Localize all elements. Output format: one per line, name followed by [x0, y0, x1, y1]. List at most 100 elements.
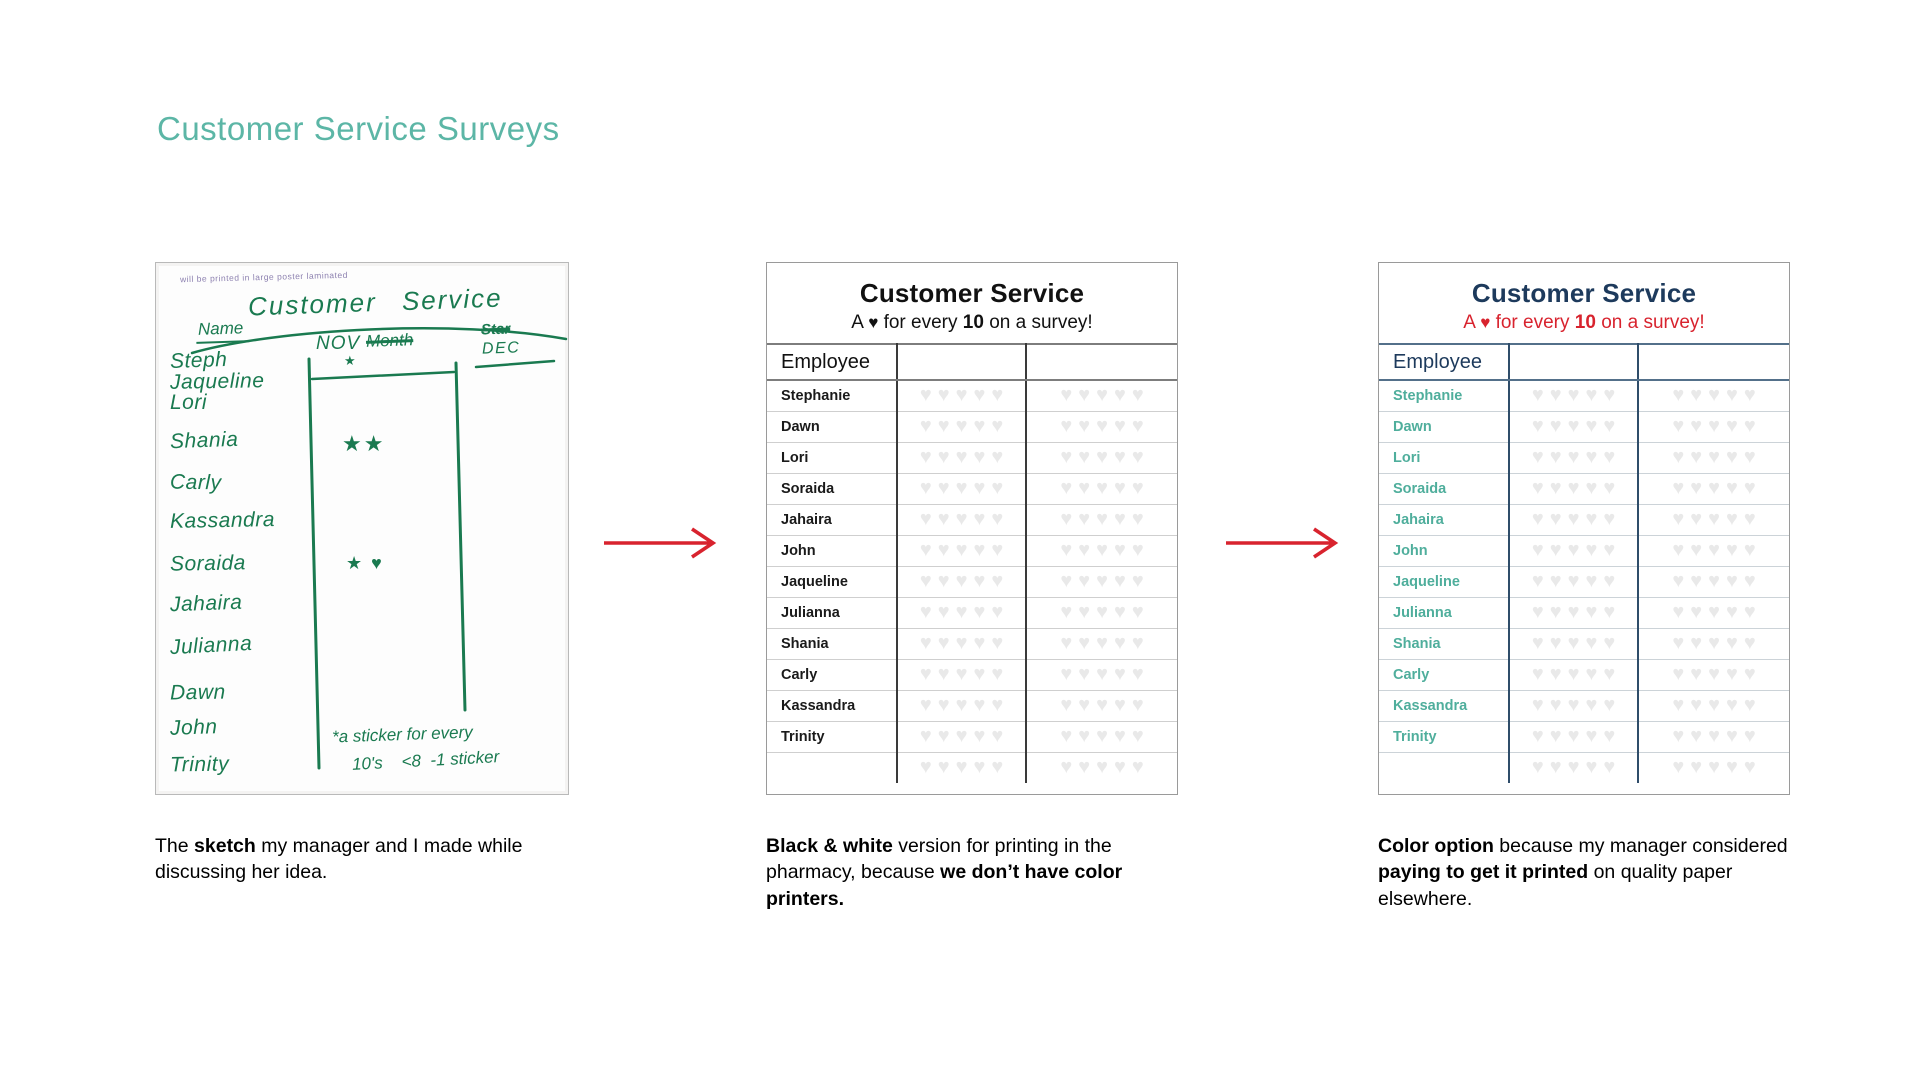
heart-icon: ♥: [1531, 415, 1544, 437]
heart-icon: ♥: [1585, 756, 1598, 779]
heart-icon: ♥: [1708, 415, 1720, 437]
sketch-nov-header: NOV: [316, 333, 361, 354]
heart-icon: ♥: [1078, 632, 1091, 654]
table-row: Lori♥♥♥♥♥♥♥♥♥♥: [767, 442, 1177, 474]
caption-bold: we don’t have color printers.: [766, 861, 1123, 910]
heart-icon: ♥: [937, 477, 950, 499]
heart-icon: ♥: [868, 313, 879, 332]
table-row: Trinity♥♥♥♥♥♥♥♥♥♥: [767, 721, 1177, 753]
heart-icon: ♥: [1549, 663, 1562, 685]
sketch-title: Customer Service: [247, 282, 504, 322]
month-column-1-header: [896, 344, 1026, 381]
month-column-1-header: [1508, 344, 1638, 381]
heart-icon: ♥: [1549, 415, 1562, 437]
heart-icon: ♥: [1585, 601, 1598, 623]
hearts-cell: ♥♥♥♥♥: [1637, 380, 1789, 412]
hearts-cell: ♥♥♥♥♥: [1025, 504, 1177, 536]
heart-icon: ♥: [1060, 756, 1073, 779]
heart-icon: ♥: [1603, 663, 1616, 685]
heart-icon: ♥: [1096, 694, 1108, 716]
heart-icon: ♥: [1549, 446, 1562, 468]
heart-icon: ♥: [937, 663, 950, 685]
hearts-cell: ♥♥♥♥♥: [1508, 535, 1638, 567]
heart-icon: ♥: [1585, 446, 1598, 468]
hearts-cell: ♥♥♥♥♥: [896, 380, 1026, 412]
heart-icon: ♥: [1531, 508, 1544, 530]
employee-column-header: Employee: [767, 344, 897, 381]
heart-icon: ♥: [991, 570, 1004, 592]
employee-name-cell: Stephanie: [1379, 380, 1509, 412]
heart-icon: ♥: [1743, 694, 1756, 716]
heart-icon: ♥: [1549, 477, 1562, 499]
employee-name-cell: Stephanie: [767, 380, 897, 412]
sketch-employee-name: Jahaira: [169, 590, 243, 617]
caption-text: my manager and I made while discussing h…: [155, 835, 523, 884]
heart-icon: ♥: [1603, 601, 1616, 623]
heart-icon: ♥: [1531, 477, 1544, 499]
table-row: Shania♥♥♥♥♥♥♥♥♥♥: [767, 628, 1177, 660]
heart-icon: ♥: [1480, 313, 1491, 332]
month-column-2-header: [1637, 344, 1789, 381]
employee-name-cell: Soraida: [1379, 473, 1509, 505]
table-row: Shania♥♥♥♥♥♥♥♥♥♥: [1379, 628, 1789, 660]
heart-icon: ♥: [955, 570, 968, 592]
heart-icon: ♥: [1567, 446, 1580, 468]
heart-icon: ♥: [1060, 477, 1073, 499]
heart-icon: ♥: [1113, 508, 1126, 530]
heart-icon: ♥: [937, 570, 950, 592]
heart-icon: ♥: [1708, 384, 1720, 407]
heart-icon: ♥: [955, 756, 968, 779]
heart-icon: ♥: [1131, 694, 1144, 716]
hearts-cell: ♥♥♥♥♥: [1025, 752, 1177, 783]
heart-icon: ♥: [1708, 601, 1720, 623]
heart-icon: ♥: [1672, 570, 1685, 592]
heart-icon: ♥: [919, 570, 932, 592]
heart-icon: ♥: [955, 632, 968, 654]
heart-icon: ♥: [919, 477, 932, 499]
heart-icon: ♥: [1603, 446, 1616, 468]
heart-icon: ♥: [1131, 384, 1144, 407]
hearts-cell: ♥♥♥♥♥: [1637, 721, 1789, 753]
hearts-cell: ♥♥♥♥♥: [1508, 380, 1638, 412]
table-row: Jahaira♥♥♥♥♥♥♥♥♥♥: [767, 504, 1177, 536]
heart-icon: ♥: [937, 601, 950, 623]
heart-icon: ♥: [1113, 756, 1126, 779]
heart-icon: ♥: [1096, 384, 1108, 407]
hearts-cell: ♥♥♥♥♥: [1508, 442, 1638, 474]
heart-icon: ♥: [991, 446, 1004, 468]
chart-title: Customer Service: [1471, 278, 1697, 308]
employee-name-cell: Jahaira: [767, 504, 897, 536]
employee-name-cell: [1379, 752, 1509, 783]
heart-icon: ♥: [1672, 725, 1685, 747]
heart-icon: ♥: [1690, 539, 1703, 561]
heart-icon: ♥: [1096, 415, 1108, 437]
sketch-sticker-marks: ★★: [342, 431, 386, 456]
heart-icon: ♥: [1096, 570, 1108, 592]
table-row: Soraida♥♥♥♥♥♥♥♥♥♥: [1379, 473, 1789, 505]
employee-name-cell: Carly: [767, 659, 897, 691]
sketch-photo: will be printed in large poster laminate…: [155, 262, 569, 795]
heart-icon: ♥: [1060, 725, 1073, 747]
table-row: John♥♥♥♥♥♥♥♥♥♥: [767, 535, 1177, 567]
heart-icon: ♥: [1603, 539, 1616, 561]
heart-icon: ♥: [1113, 632, 1126, 654]
heart-icon: ♥: [1585, 694, 1598, 716]
employee-name-cell: Trinity: [1379, 721, 1509, 753]
heart-icon: ♥: [1096, 601, 1108, 623]
sketch-employee-name: Shania: [169, 427, 239, 454]
table-row: ♥♥♥♥♥♥♥♥♥♥: [767, 752, 1177, 783]
heart-icon: ♥: [1113, 601, 1126, 623]
hearts-cell: ♥♥♥♥♥: [1025, 597, 1177, 629]
hearts-cell: ♥♥♥♥♥: [1025, 690, 1177, 722]
heart-icon: ♥: [1603, 415, 1616, 437]
heart-icon: ♥: [1672, 477, 1685, 499]
sketch-employee-name: Kassandra: [169, 508, 276, 533]
heart-icon: ♥: [1131, 539, 1144, 561]
heart-icon: ♥: [1567, 756, 1580, 779]
heart-icon: ♥: [1078, 725, 1091, 747]
heart-icon: ♥: [1743, 570, 1756, 592]
heart-icon: ♥: [1567, 663, 1580, 685]
heart-icon: ♥: [1743, 601, 1756, 623]
heart-icon: ♥: [1690, 508, 1703, 530]
heart-icon: ♥: [1585, 663, 1598, 685]
